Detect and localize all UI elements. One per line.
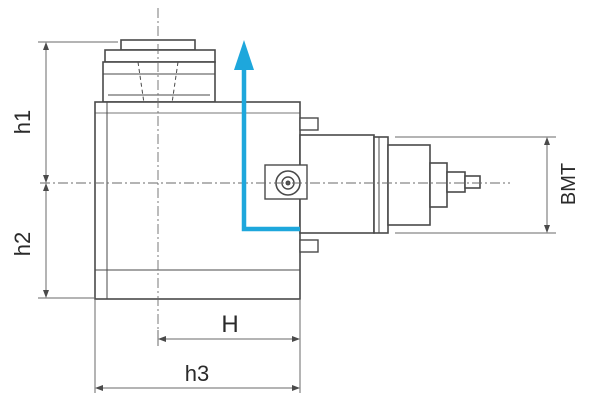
h1-label: h1: [10, 110, 35, 134]
h2-label: h2: [10, 232, 35, 256]
top-clamping-nut: [102, 39, 216, 103]
dimension-arrowheads: [43, 42, 550, 391]
dimension-lines: [38, 41, 556, 393]
clamping-screw: [264, 164, 308, 200]
center-lines: [40, 8, 510, 330]
bmt-label: BMT: [558, 163, 580, 205]
H-label: H: [221, 311, 238, 338]
side-bolts: [299, 117, 319, 253]
h3-label: h3: [185, 361, 209, 386]
output-spindle-housing: [299, 134, 481, 234]
main-body: [94, 101, 301, 300]
coolant-flow-arrow: [234, 40, 300, 232]
